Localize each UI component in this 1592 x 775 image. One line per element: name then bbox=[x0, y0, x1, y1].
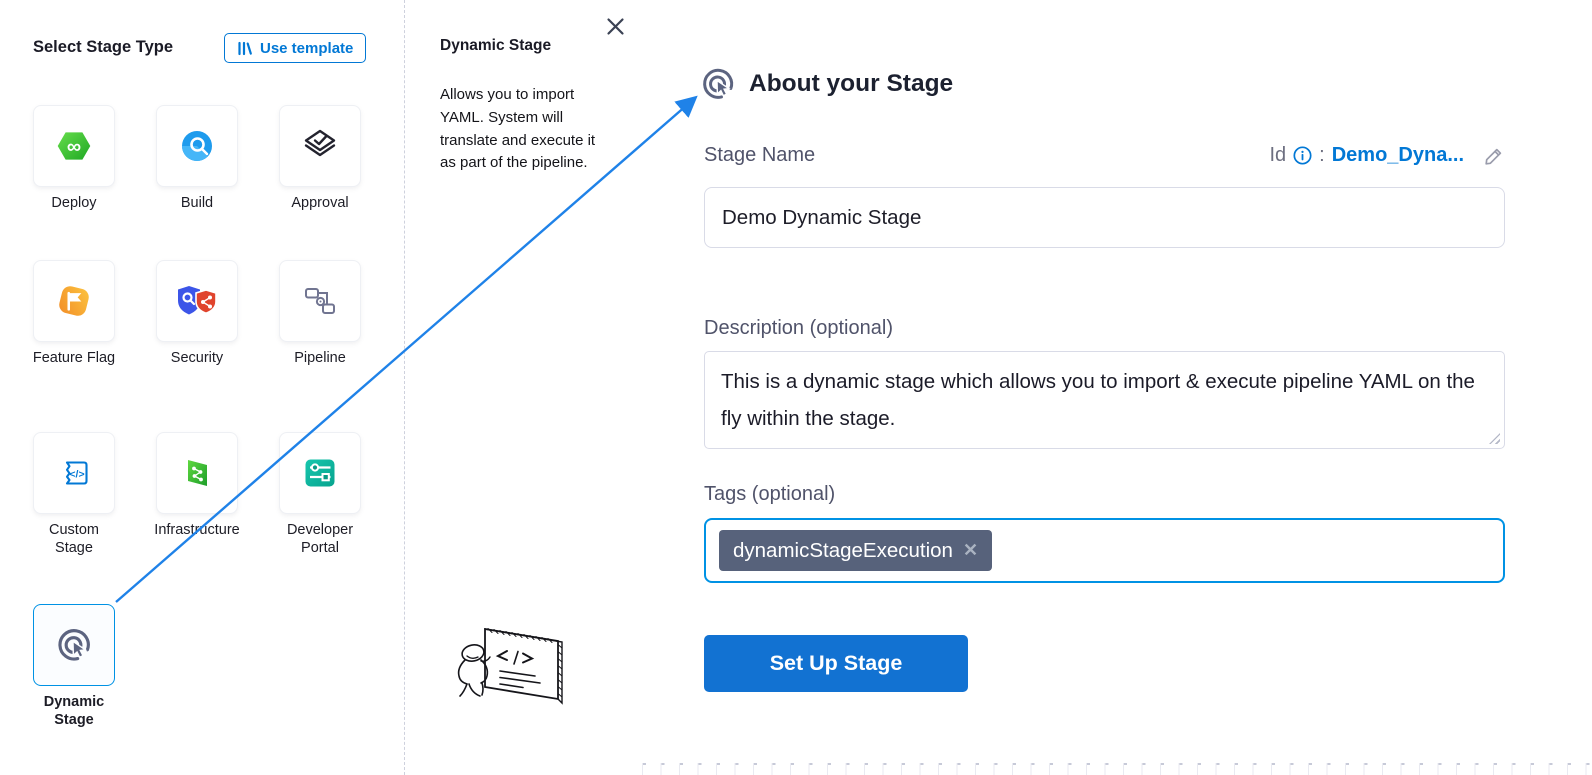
stage-tile-pipeline[interactable]: Pipeline bbox=[279, 260, 361, 366]
description-text: This is a dynamic stage which allows you… bbox=[721, 370, 1475, 430]
tag-chip-label: dynamicStageExecution bbox=[733, 538, 953, 562]
stage-label: Custom Stage bbox=[49, 522, 99, 556]
stage-name-label: Stage Name bbox=[704, 144, 816, 166]
stage-label: Security bbox=[170, 350, 224, 366]
stage-tile-feature-flag[interactable]: Feature Flag bbox=[33, 260, 115, 366]
approval-tile-card[interactable] bbox=[279, 105, 361, 187]
tag-remove-icon[interactable]: ✕ bbox=[962, 540, 979, 560]
build-icon bbox=[177, 126, 217, 166]
deploy-icon: ∞ bbox=[53, 125, 95, 167]
infrastructure-tile-card[interactable] bbox=[156, 432, 238, 514]
about-stage-title: About your Stage bbox=[749, 70, 954, 97]
stage-row-3: </> Custom Stage bbox=[33, 432, 361, 556]
about-stage-header: About your Stage bbox=[698, 64, 953, 104]
template-library-icon bbox=[237, 40, 253, 57]
approval-icon bbox=[300, 126, 340, 166]
stage-label: Deploy bbox=[51, 195, 97, 211]
dynamic-stage-icon bbox=[53, 624, 95, 666]
id-value-link[interactable]: Demo_Dyna... bbox=[1331, 144, 1464, 166]
stage-label: Developer Portal bbox=[286, 522, 354, 556]
stage-tile-security[interactable]: Security bbox=[156, 260, 238, 366]
security-tile-card[interactable] bbox=[156, 260, 238, 342]
info-panel-title: Dynamic Stage bbox=[440, 37, 552, 54]
tags-label: Tags (optional) bbox=[704, 483, 836, 505]
stage-tile-dynamic-stage[interactable]: Dynamic Stage bbox=[33, 604, 115, 728]
stage-tile-infrastructure[interactable]: Infrastructure bbox=[154, 432, 240, 538]
stage-label: Approval bbox=[291, 195, 349, 211]
svg-text:∞: ∞ bbox=[67, 136, 81, 158]
edit-id-pencil-icon[interactable] bbox=[1483, 145, 1505, 167]
presenter-whiteboard-illustration bbox=[455, 615, 580, 725]
feature-flag-tile-card[interactable] bbox=[33, 260, 115, 342]
dynamic-stage-header-icon bbox=[698, 64, 738, 104]
use-template-button[interactable]: Use template bbox=[224, 33, 367, 63]
custom-stage-tile-card[interactable]: </> bbox=[33, 432, 115, 514]
developer-portal-tile-card[interactable] bbox=[279, 432, 361, 514]
stage-tile-approval[interactable]: Approval bbox=[279, 105, 361, 211]
stage-tile-deploy[interactable]: ∞ Deploy bbox=[33, 105, 115, 211]
pipeline-icon bbox=[300, 281, 340, 321]
stage-row-2: Feature Flag Security bbox=[33, 260, 361, 366]
stage-label: Pipeline bbox=[294, 350, 346, 366]
tags-input[interactable]: dynamicStageExecution ✕ bbox=[704, 518, 1505, 583]
developer-portal-icon bbox=[300, 453, 340, 493]
info-icon[interactable] bbox=[1293, 146, 1312, 165]
set-up-stage-label: Set Up Stage bbox=[769, 651, 903, 675]
feature-flag-icon bbox=[53, 280, 95, 322]
infrastructure-icon bbox=[177, 453, 217, 493]
svg-text:</>: </> bbox=[69, 469, 84, 481]
build-tile-card[interactable] bbox=[156, 105, 238, 187]
stage-label: Infrastructure bbox=[154, 522, 240, 538]
pipeline-canvas-grid-edge bbox=[642, 763, 1592, 775]
description-label: Description (optional) bbox=[704, 317, 893, 339]
pipeline-tile-card[interactable] bbox=[279, 260, 361, 342]
dynamic-stage-tile-card[interactable] bbox=[33, 604, 115, 686]
stage-tile-build[interactable]: Build bbox=[156, 105, 238, 211]
stage-label: Dynamic Stage bbox=[43, 694, 105, 728]
use-template-label: Use template bbox=[260, 39, 354, 57]
stage-name-input[interactable] bbox=[704, 187, 1505, 248]
select-stage-type-title: Select Stage Type bbox=[33, 38, 174, 56]
stage-row-1: ∞ Deploy Build bbox=[33, 105, 361, 211]
deploy-tile-card[interactable]: ∞ bbox=[33, 105, 115, 187]
panel-divider bbox=[404, 0, 405, 775]
id-separator: : bbox=[1319, 144, 1325, 166]
tag-chip[interactable]: dynamicStageExecution ✕ bbox=[719, 530, 993, 571]
close-icon[interactable] bbox=[603, 14, 627, 38]
stage-label: Build bbox=[180, 195, 214, 211]
stage-label: Feature Flag bbox=[32, 350, 116, 366]
stage-tile-developer-portal[interactable]: Developer Portal bbox=[279, 432, 361, 556]
security-icon bbox=[175, 281, 219, 321]
stage-tile-custom-stage[interactable]: </> Custom Stage bbox=[33, 432, 115, 556]
info-panel-description: Allows you to import YAML. System will t… bbox=[440, 86, 596, 172]
description-textarea[interactable]: This is a dynamic stage which allows you… bbox=[704, 351, 1505, 449]
stage-name-row: Stage Name Id : Demo_Dyna... bbox=[704, 144, 1505, 167]
set-up-stage-button[interactable]: Set Up Stage bbox=[704, 635, 968, 692]
id-label: Id bbox=[1269, 144, 1287, 166]
custom-stage-icon: </> bbox=[54, 453, 94, 493]
stage-id-group: Id : Demo_Dyna... bbox=[1269, 144, 1505, 167]
stage-row-4: Dynamic Stage bbox=[33, 604, 115, 728]
resize-handle[interactable] bbox=[1489, 433, 1500, 444]
